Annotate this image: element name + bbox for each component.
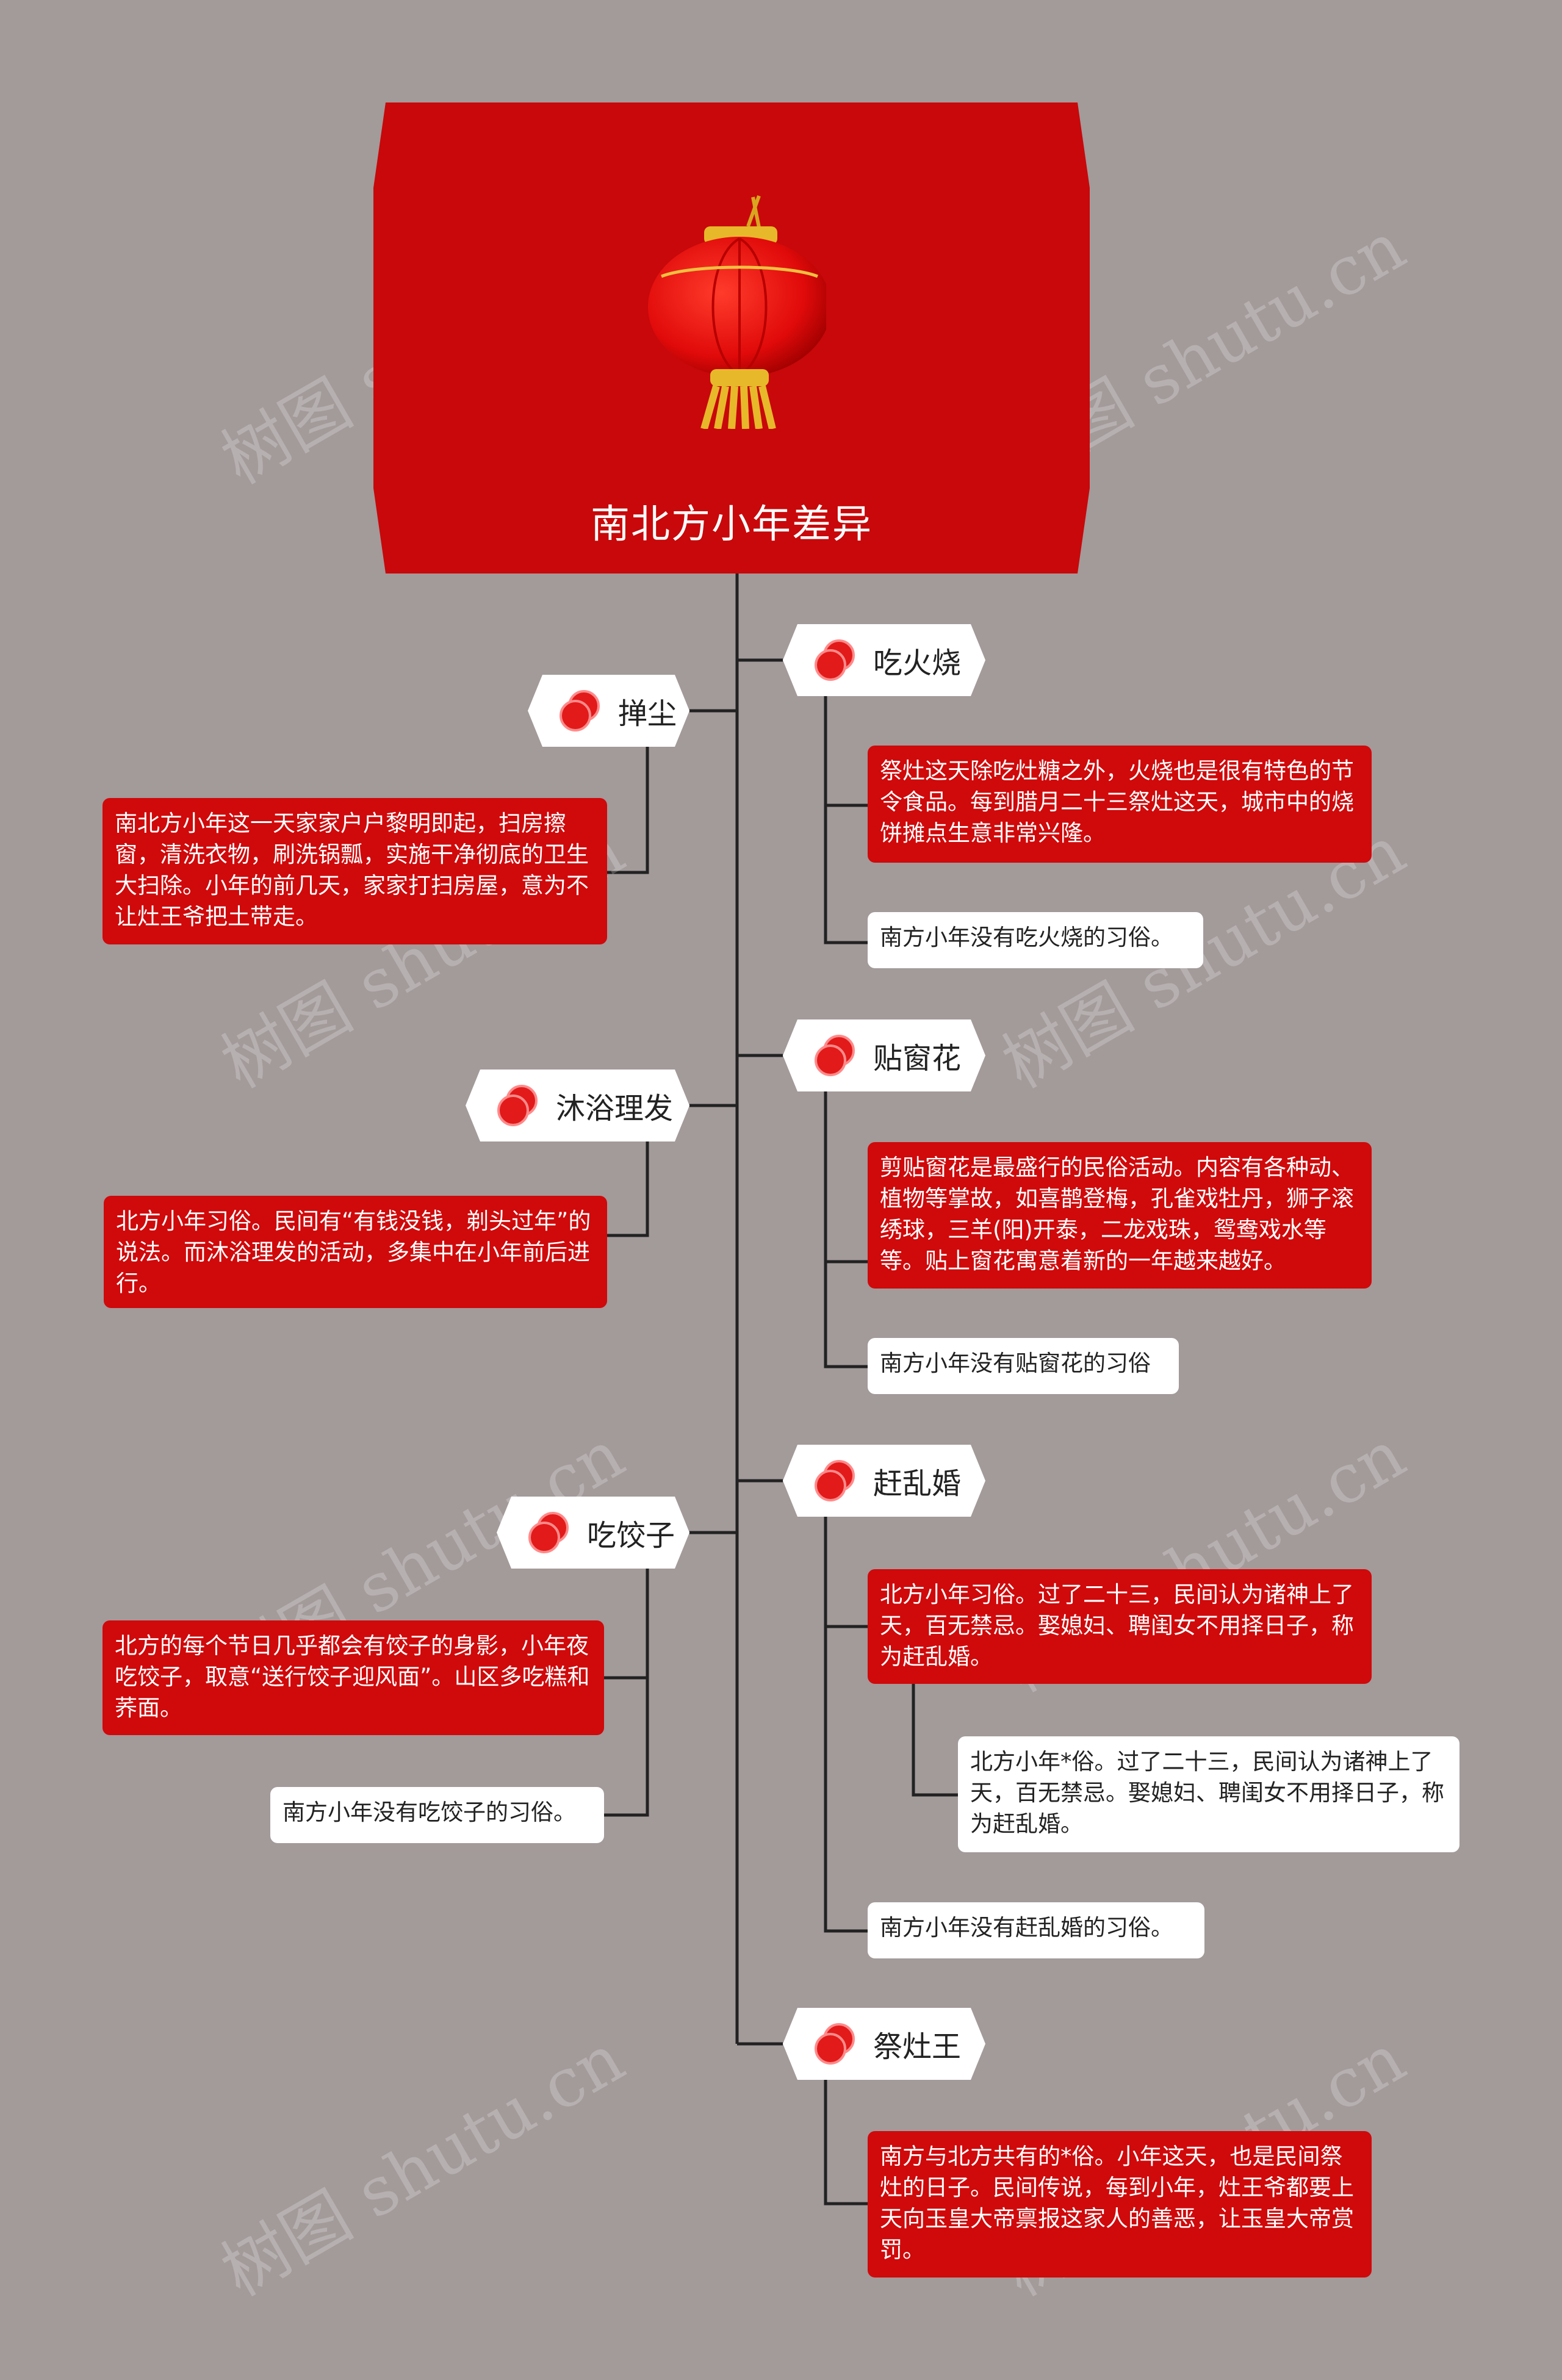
topic-dan-chen[interactable]: 掸尘: [528, 675, 689, 747]
red-coin-icon: [494, 1081, 542, 1130]
topic-gan-luanhun[interactable]: 赶乱婚: [783, 1445, 985, 1517]
red-coin-icon: [811, 2019, 860, 2068]
topic-label: 掸尘: [618, 697, 677, 731]
topic-ji-zaowang[interactable]: 祭灶王: [783, 2008, 985, 2080]
topic-tie-chuanghua[interactable]: 贴窗花: [783, 1019, 985, 1091]
topic-label: 祭灶王: [873, 2030, 962, 2064]
root-title: 南北方小年差异: [591, 502, 873, 547]
topic-label: 沐浴理发: [556, 1091, 674, 1126]
red-coin-icon: [811, 1456, 860, 1505]
red-coin-icon: [811, 1031, 860, 1080]
note-jiaozi-1: 北方的每个节日几乎都会有饺子的身影，小年夜吃饺子，取意“送行饺子迎风面”。山区多…: [103, 1620, 604, 1735]
topic-muyu-lifa[interactable]: 沐浴理发: [466, 1070, 689, 1141]
red-lantern-icon: [648, 195, 826, 429]
note-chuanghua-1: 剪贴窗花是最盛行的民俗活动。内容有各种动、植物等掌故，如喜鹊登梅，孔雀戏牡丹，狮…: [868, 1142, 1372, 1289]
note-zaowang-1: 南方与北方共有的*俗。小年这天，也是民间祭灶的日子。民间传说，每到小年，灶王爷都…: [868, 2131, 1372, 2278]
topic-chi-huoshao[interactable]: 吃火烧: [783, 624, 985, 696]
topic-chi-jiaozi[interactable]: 吃饺子: [497, 1497, 689, 1569]
note-luanhun-1: 北方小年习俗。过了二十三，民间认为诸神上了天，百无禁忌。娶媳妇、聘闺女不用择日子…: [868, 1569, 1372, 1684]
red-coin-icon: [556, 686, 605, 735]
red-coin-icon: [811, 636, 860, 685]
note-muyu-1: 北方小年习俗。民间有“有钱没钱，剃头过年”的说法。而沐浴理发的活动，多集中在小年…: [104, 1196, 607, 1308]
topic-label: 吃饺子: [587, 1519, 675, 1553]
note-dan-chen-1: 南北方小年这一天家家户户黎明即起，扫房擦窗，清洗衣物，刷洗锅瓢，实施干净彻底的卫…: [103, 798, 607, 944]
root-node[interactable]: 南北方小年差异: [373, 102, 1090, 573]
note-jiaozi-2: 南方小年没有吃饺子的习俗。: [270, 1787, 604, 1843]
red-coin-icon: [525, 1508, 574, 1557]
note-luanhun-3: 南方小年没有赶乱婚的习俗。: [868, 1902, 1204, 1958]
topic-label: 吃火烧: [873, 646, 962, 680]
note-huoshao-1: 祭灶这天除吃灶糖之外，火烧也是很有特色的节令食品。每到腊月二十三祭灶这天，城市中…: [868, 746, 1372, 863]
topic-label: 赶乱婚: [873, 1467, 962, 1501]
topic-label: 贴窗花: [873, 1041, 962, 1076]
note-luanhun-2: 北方小年*俗。过了二十三，民间认为诸神上了天，百无禁忌。娶媳妇、聘闺女不用择日子…: [958, 1736, 1459, 1852]
note-huoshao-2: 南方小年没有吃火烧的习俗。: [868, 912, 1203, 968]
note-chuanghua-2: 南方小年没有贴窗花的习俗: [868, 1338, 1179, 1394]
